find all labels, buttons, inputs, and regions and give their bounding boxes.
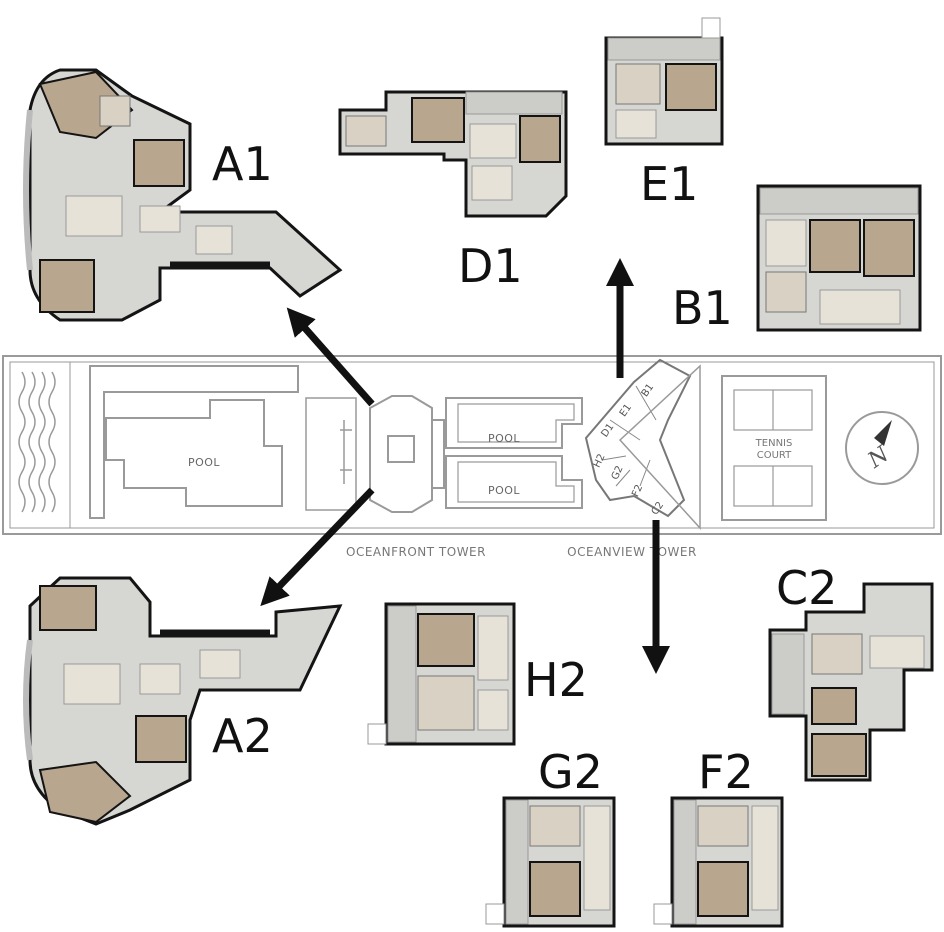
unit-label-c2: C2 bbox=[776, 561, 837, 615]
pool-bottom-label: POOL bbox=[488, 484, 520, 497]
tower-unit-label-e1: E1 bbox=[618, 402, 634, 419]
site-boundary bbox=[2, 355, 942, 535]
floor-plan-c2 bbox=[768, 582, 934, 782]
unit-label-e1: E1 bbox=[640, 157, 698, 211]
unit-label-g2: G2 bbox=[538, 745, 603, 799]
oceanfront-tower-footprint bbox=[369, 395, 433, 513]
pool-top-label: POOL bbox=[488, 432, 520, 445]
pool-top bbox=[445, 397, 583, 449]
arrows bbox=[260, 258, 670, 674]
unit-label-a1: A1 bbox=[212, 137, 273, 191]
tower-unit-label-f2: F2 bbox=[630, 483, 645, 499]
unit-label-h2: H2 bbox=[524, 653, 588, 707]
compass-needle-icon bbox=[874, 420, 892, 446]
compass-north-label: N bbox=[863, 442, 895, 475]
tennis-label-1: TENNIS bbox=[755, 438, 793, 449]
tennis-label-2: COURT bbox=[757, 450, 792, 461]
pool-bottom bbox=[445, 455, 583, 509]
unit-label-a2: A2 bbox=[212, 709, 273, 763]
tower-unit-label-h2: H2 bbox=[592, 452, 608, 469]
tennis-court bbox=[721, 375, 827, 521]
floor-plan-a2 bbox=[23, 576, 343, 826]
tower-unit-label-g2: G2 bbox=[610, 464, 626, 481]
main-pool bbox=[105, 399, 283, 507]
floor-plan-g2 bbox=[485, 796, 616, 928]
floor-plan-e1 bbox=[604, 17, 724, 146]
unit-label-b1: B1 bbox=[672, 281, 733, 335]
floor-plan-a1 bbox=[23, 68, 343, 322]
compass bbox=[845, 411, 919, 485]
arrow-a1 bbox=[286, 307, 375, 407]
unit-label-f2: F2 bbox=[698, 745, 754, 799]
tower-unit-label-d1: D1 bbox=[599, 422, 616, 440]
site-plan bbox=[2, 355, 942, 535]
main-pool-label: POOL bbox=[188, 456, 220, 469]
beach-waves bbox=[18, 371, 56, 513]
floor-plan-h2 bbox=[367, 602, 516, 746]
oceanview-tower-label: OCEANVIEW TOWER bbox=[567, 545, 697, 559]
oceanfront-tower-label: OCEANFRONT TOWER bbox=[346, 545, 486, 559]
floor-plan-f2 bbox=[653, 796, 784, 928]
arrow-a2 bbox=[260, 487, 375, 607]
floor-plan-d1 bbox=[338, 90, 568, 218]
oceanview-tower-footprint bbox=[584, 358, 692, 518]
floor-plan-b1 bbox=[756, 184, 922, 332]
unit-label-d1: D1 bbox=[458, 239, 523, 293]
